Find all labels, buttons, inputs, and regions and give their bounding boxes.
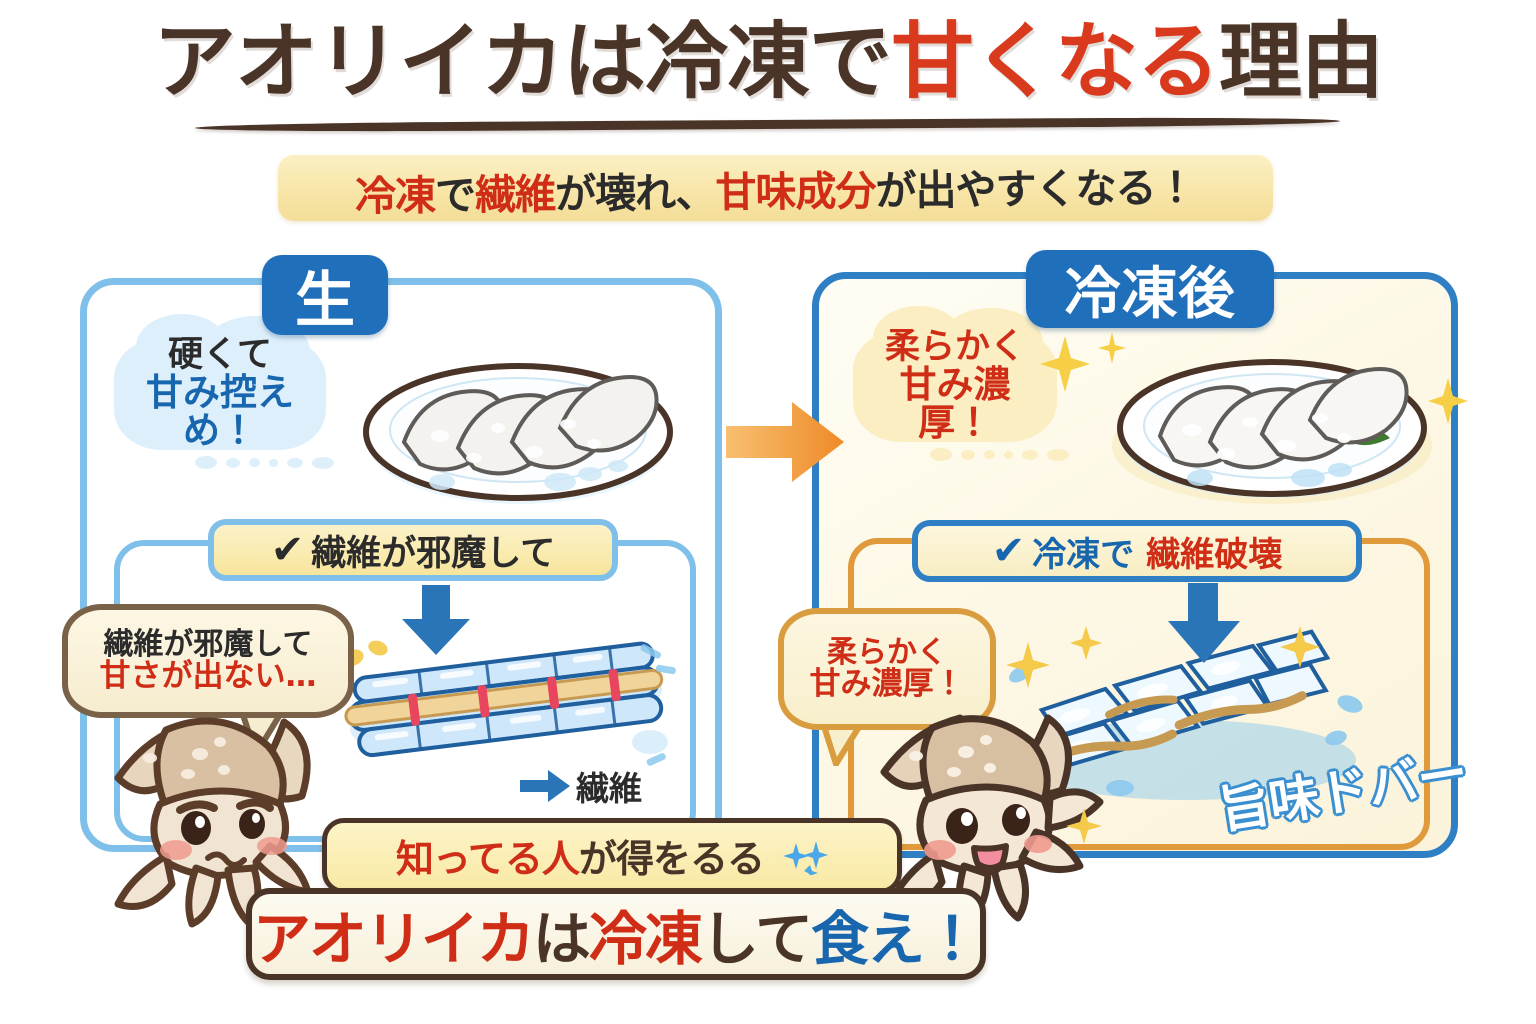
subtitle-segment-3: 繊維 (475, 170, 556, 220)
title-segment-2: 甘くなる (891, 13, 1220, 110)
subtitle-segment-5: 甘味成分 (715, 166, 876, 217)
pill-raw: ✔繊維が邪魔して (208, 519, 618, 581)
pill-frozen-text-red: 繊維破壊 (1146, 534, 1283, 575)
subtitle-segment-4: が壊れ、 (555, 168, 716, 219)
title-segment-1: アオリイカは冷凍で (153, 13, 892, 110)
cloud-bubble-raw: 硬くて 甘み控えめ！ (114, 314, 326, 453)
arrow-right-icon (726, 398, 846, 486)
pill-raw-text: 繊維が邪魔して (311, 533, 556, 574)
banner-know-segment-3: 得をるる (615, 837, 765, 882)
arrow-down-icon (400, 585, 472, 657)
check-icon: ✔ (270, 527, 305, 573)
speech-raw-line1: 繊維が邪魔して (103, 626, 313, 662)
banner-cta-text: アオリイカは冷凍して食え！ (252, 892, 981, 976)
banner-cta-segment-4: して (700, 905, 813, 973)
banner-know: 知ってる人が得をるる (322, 818, 902, 894)
speech-frozen-line1: 柔らかく (827, 634, 947, 670)
fiber-intact-icon (340, 632, 680, 782)
squid-angry-icon (92, 700, 347, 930)
subtitle-text: 冷凍で繊維が壊れ、甘味成分が出やすくなる！ (355, 154, 1196, 223)
plate-sashimi-frozen (1076, 330, 1468, 520)
banner-know-text: 知ってる人が得をるる (395, 828, 829, 884)
sparkle-icon (782, 840, 829, 884)
speech-frozen-line2: 甘み濃厚！ (809, 666, 965, 703)
cloud-raw-line1: 硬くて (168, 335, 272, 376)
banner-cta: アオリイカは冷凍して食え！ (246, 888, 986, 980)
subtitle-segment-1: 冷凍 (355, 171, 436, 221)
subtitle-segment-6: が出やすくなる！ (875, 163, 1196, 215)
pill-frozen-text-blue: 冷凍で (1032, 534, 1135, 575)
banner-cta-segment-1: アオリイカ (252, 905, 535, 973)
cloud-tail-raw (195, 456, 334, 469)
banner-cta-segment-5: 食え！ (811, 905, 981, 973)
speech-bubble-frozen: 柔らかく 甘み濃厚！ (778, 608, 996, 730)
cloud-bubble-frozen: 柔らかく 甘み濃厚！ (853, 306, 1057, 445)
badge-frozen: 冷凍後 (1026, 250, 1274, 328)
cloud-frozen-line1: 柔らかく (884, 327, 1025, 368)
fiber-broken-icon (1000, 620, 1372, 800)
cloud-frozen-line2: 甘み濃厚！ (899, 362, 1011, 445)
plate-sashimi-raw (322, 332, 714, 522)
check-icon: ✔ (991, 528, 1026, 574)
badge-raw: 生 (262, 255, 388, 336)
arrow-down-icon (1166, 583, 1242, 665)
fiber-label: 繊維 (576, 769, 642, 808)
page-title: アオリイカは冷凍で甘くなる理由 (0, 18, 1536, 105)
fiber-label-group: 繊維 (520, 762, 642, 810)
title-segment-3: 理由 (1219, 13, 1384, 110)
subtitle-segment-2: で (435, 171, 476, 220)
speech-raw-line2: 甘さが出ない… (99, 658, 317, 695)
banner-know-segment-1: 知ってる人 (395, 837, 580, 882)
banner-cta-segment-3: 冷凍 (588, 905, 703, 973)
cloud-tail-frozen (930, 448, 1069, 461)
subtitle-ribbon: 冷凍で繊維が壊れ、甘味成分が出やすくなる！ (278, 155, 1273, 221)
pill-frozen: ✔冷凍で繊維破壊 (912, 520, 1362, 582)
arrow-right-icon (520, 770, 570, 802)
banner-cta-segment-2: は (532, 905, 591, 973)
banner-know-segment-2: が (578, 837, 617, 882)
speech-bubble-raw: 繊維が邪魔して 甘さが出ない… (62, 604, 354, 718)
title-underline (194, 116, 1341, 133)
cloud-raw-line2: 甘み控えめ！ (146, 370, 294, 453)
